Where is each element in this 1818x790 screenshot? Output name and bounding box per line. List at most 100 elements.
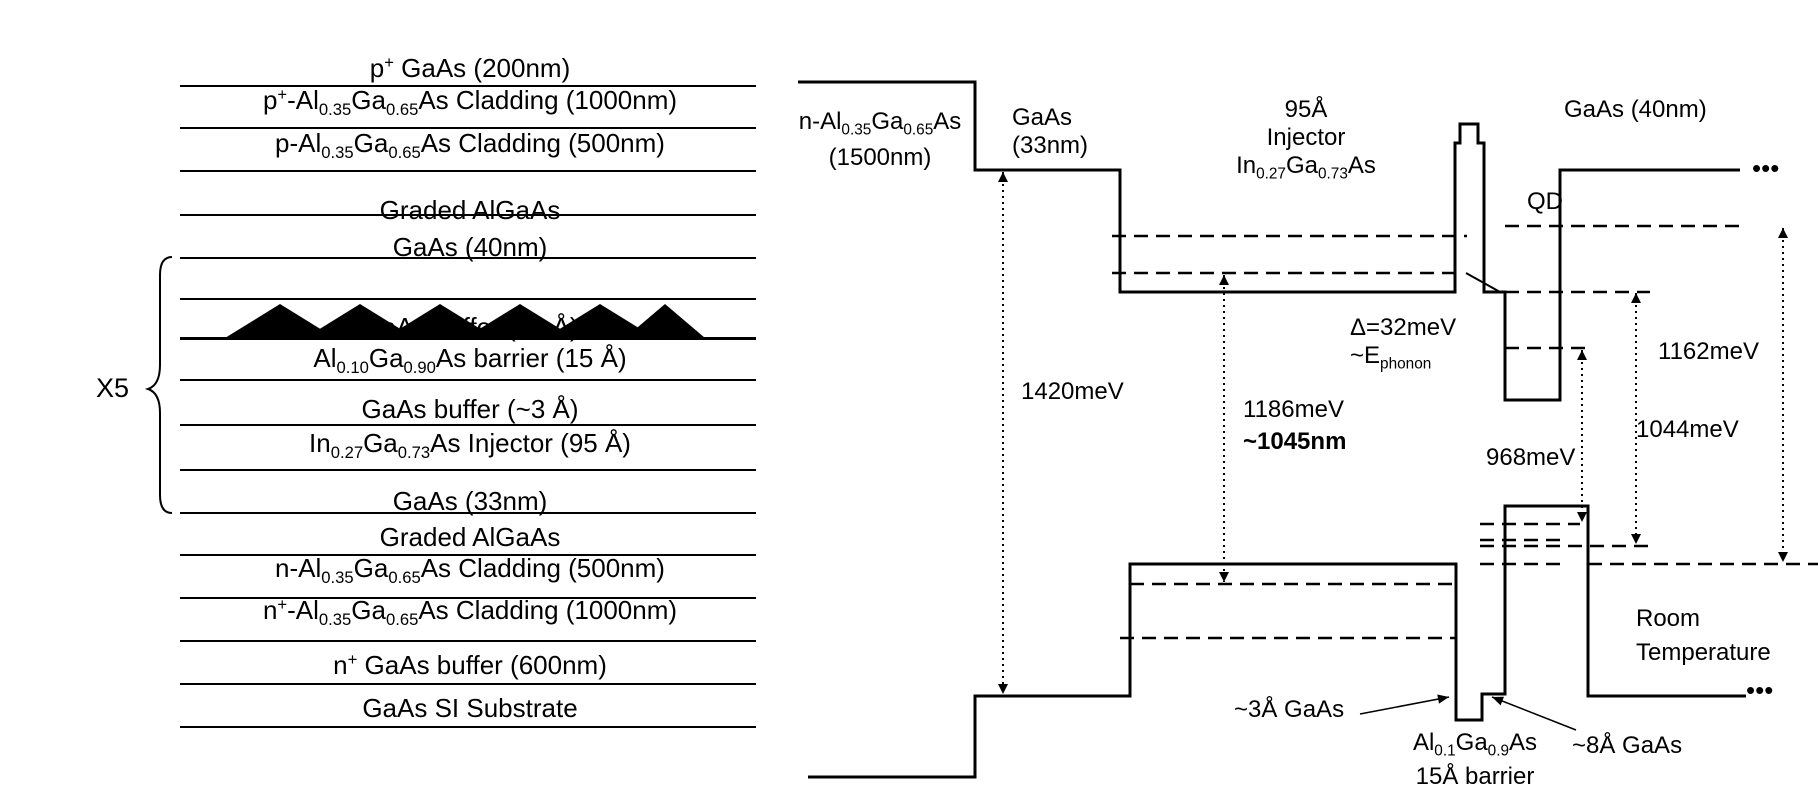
transition-arrow-968-head-bottom — [1577, 512, 1587, 522]
quantum-dot-triangle — [465, 304, 575, 338]
label-fragment: + — [384, 52, 394, 72]
label-line: 968meV — [1486, 444, 1575, 472]
layer-label: Graded AlGaAs — [180, 522, 760, 552]
layer-label: In0.27Ga0.73As Injector (95 Å) — [180, 428, 760, 468]
label-fragment: GaAs (200nm) — [393, 53, 571, 83]
label-fragment: 0.35 — [318, 610, 352, 629]
label-fragment: 0.35 — [321, 568, 354, 587]
wavelength-label: ~1045nm — [1243, 428, 1346, 456]
label-line: QD — [1527, 188, 1563, 216]
label-fragment: (1500nm) — [828, 144, 932, 172]
label-fragment: 1162meV — [1658, 338, 1759, 365]
label-line: 1162meV — [1658, 338, 1759, 366]
layer-label: n+ GaAs buffer (600nm) — [180, 645, 760, 680]
label-fragment: Graded AlGaAs — [379, 195, 561, 225]
label-line: Temperature — [1636, 636, 1771, 670]
label-fragment: 0.35 — [318, 100, 352, 119]
label-fragment: Ga — [1455, 729, 1488, 756]
layer-label: n-Al0.35Ga0.65As Cladding (500nm) — [180, 553, 760, 593]
label-fragment: n-Al — [275, 553, 322, 584]
label-fragment: 95Å — [1284, 96, 1328, 123]
label-fragment: n-Al — [798, 108, 842, 135]
label-line: n-Al0.35Ga0.65As — [780, 108, 980, 144]
label-fragment: 0.27 — [330, 443, 364, 462]
gaas-40-label: GaAs (40nm) — [1564, 96, 1707, 124]
label-fragment: p — [262, 85, 278, 116]
label-line: GaAs (40nm) — [1564, 96, 1707, 124]
pointer-8a-gaas-head — [1492, 696, 1504, 706]
label-fragment: ~8Å GaAs — [1572, 732, 1683, 759]
layer-label: Al0.10Ga0.90As barrier (15 Å) — [180, 343, 760, 383]
label-fragment: 0.1 — [1434, 742, 1456, 760]
layer-label: Graded AlGaAs — [180, 195, 760, 225]
valence-band-edge — [808, 504, 1746, 779]
e968-label: 968meV — [1486, 444, 1575, 472]
label-fragment: ~1045nm — [1243, 428, 1347, 455]
label-fragment: -Al — [287, 85, 319, 116]
label-fragment: 0.65 — [388, 568, 421, 587]
label-fragment: 0.10 — [336, 358, 369, 377]
label-fragment: + — [347, 649, 358, 669]
label-line: ~8Å GaAs — [1572, 732, 1682, 760]
gaas-33-label: GaAs(33nm) — [1012, 104, 1088, 160]
label-fragment: 0.35 — [841, 121, 872, 139]
label-fragment: p-Al — [275, 128, 322, 159]
label-fragment: 0.65 — [385, 100, 419, 119]
label-fragment: 0.65 — [388, 143, 421, 162]
label-line: Room — [1636, 602, 1771, 636]
label-fragment: p — [369, 53, 385, 83]
label-fragment: Room — [1636, 605, 1701, 632]
qd-label: QD — [1527, 188, 1563, 216]
label-fragment: GaAs (40nm) — [1564, 96, 1707, 123]
label-fragment: 0.65 — [903, 121, 934, 139]
label-fragment: 968meV — [1486, 444, 1576, 471]
transition-arrow-1420-head-bottom — [998, 684, 1008, 694]
label-fragment: Ga — [1285, 152, 1318, 179]
layer-stack-panel: X5 p+ GaAs (200nm)p+-Al0.35Ga0.65As Clad… — [0, 0, 780, 783]
transition-arrow-1044-head-top — [1631, 293, 1641, 303]
quantum-dot-triangle — [305, 304, 415, 338]
label-line: 15Å barrier — [1385, 764, 1565, 790]
label-fragment: + — [277, 595, 288, 615]
quantum-dot-triangle — [625, 304, 705, 338]
label-fragment: In — [1236, 152, 1257, 179]
label-fragment: n — [333, 650, 348, 680]
label-fragment: As Injector (95 Å) — [430, 428, 631, 459]
label-fragment: Ga — [871, 108, 904, 135]
continuation-mark-top: ••• — [1752, 153, 1780, 183]
label-fragment: 0.73 — [397, 443, 431, 462]
e1044-label: 1044meV — [1636, 416, 1739, 444]
layer-label: p+ GaAs (200nm) — [180, 48, 760, 83]
label-fragment: phonon — [1380, 355, 1432, 373]
label-fragment: As Cladding (500nm) — [420, 553, 665, 584]
label-fragment: Al — [313, 343, 337, 374]
continuation-mark-bottom: ••• — [1746, 675, 1774, 705]
label-fragment: 1420meV — [1021, 378, 1124, 405]
layer-label: n+-Al0.35Ga0.65As Cladding (1000nm) — [180, 590, 760, 635]
label-line: 1420meV — [1021, 378, 1124, 406]
label-fragment: As Cladding (500nm) — [420, 128, 665, 159]
label-fragment: As barrier (15 Å) — [435, 343, 627, 374]
label-fragment: 15Å barrier — [1415, 763, 1535, 790]
label-fragment: GaAs (33nm) — [392, 486, 548, 516]
label-fragment: Temperature — [1636, 639, 1771, 666]
relaxation-arrow — [1465, 272, 1501, 293]
e1186-label: 1186meV — [1243, 396, 1344, 424]
transition-arrow-1420-head-top — [998, 172, 1008, 182]
layer-label: GaAs buffer (~8 Å) — [180, 312, 760, 342]
transition-arrow-1186-head-top — [1219, 275, 1229, 285]
label-line: 1186meV — [1243, 396, 1344, 424]
label-line: 95Å — [1206, 96, 1406, 124]
transition-arrow-1044-head-bottom — [1631, 534, 1641, 544]
label-fragment: As Cladding (1000nm) — [418, 85, 678, 116]
label-fragment: ~E — [1350, 342, 1381, 369]
label-fragment: As — [1347, 152, 1376, 179]
label-fragment: GaAs (40nm) — [392, 232, 548, 262]
label-fragment: Ga — [353, 128, 389, 159]
e1420-label: 1420meV — [1021, 378, 1124, 406]
label-fragment: n — [262, 595, 278, 626]
